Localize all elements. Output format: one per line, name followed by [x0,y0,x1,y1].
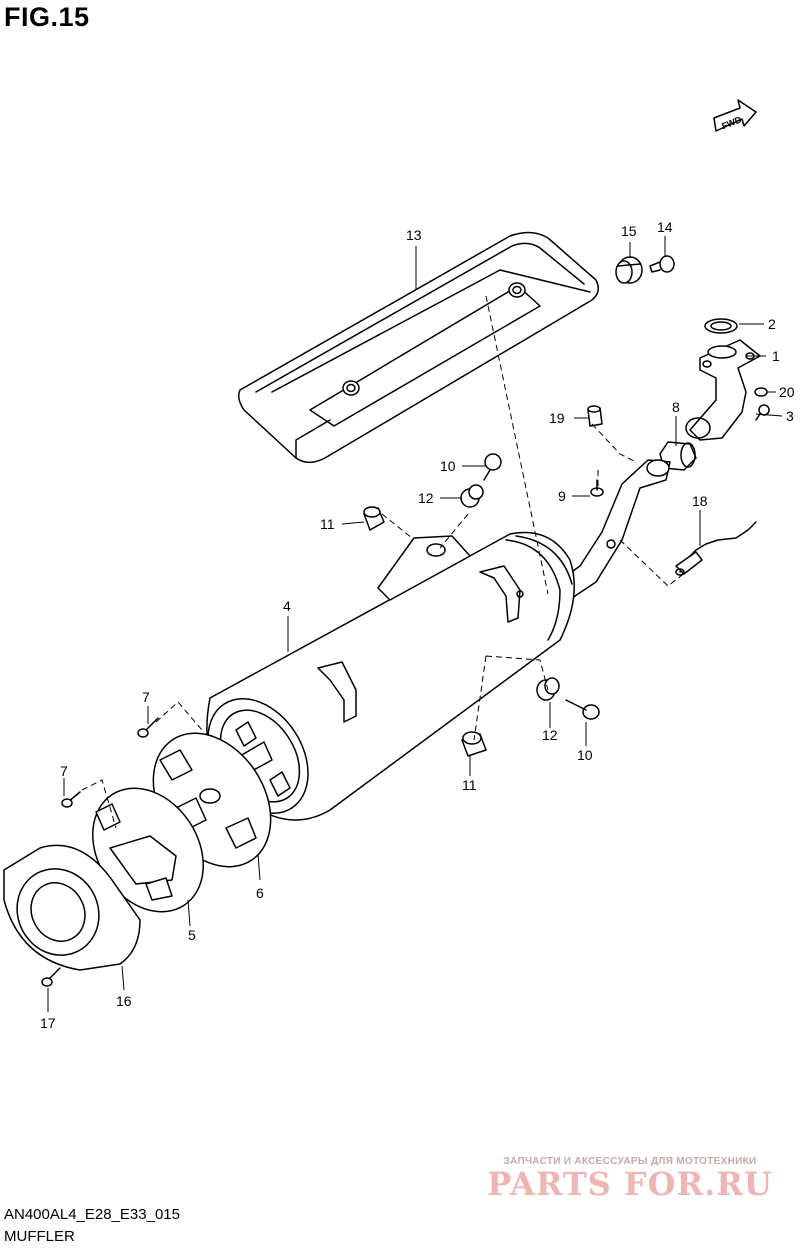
cap-part-19 [587,405,603,427]
bolt-part-3 [755,404,770,421]
callout-numbers: 1 2 3 4 5 6 7 7 8 9 10 10 11 11 12 12 13… [40,219,795,1031]
callout-19: 19 [549,410,565,426]
figure-title: FIG.15 [4,2,90,32]
callout-14: 14 [657,219,673,235]
callout-12-upper: 12 [418,490,434,506]
callout-7-lower: 7 [60,763,68,779]
model-code: AN400AL4_E28_E33_015 [4,1206,180,1223]
watermark-logo: PARTS FOR.RU [487,1165,773,1203]
collar-part-11-lower [461,731,487,757]
o2-sensor-part-18 [675,521,757,576]
site-watermark: ЗАПЧАСТИ И АКСЕССУАРЫ ДЛЯ МОТОТЕХНИКИ PA… [480,1156,780,1201]
callout-13: 13 [406,227,422,243]
callout-9: 9 [558,488,566,504]
exhaust-pipe [551,459,671,603]
callout-7-upper: 7 [142,689,150,705]
watermark-tagline: ЗАПЧАСТИ И АКСЕССУАРЫ ДЛЯ МОТОТЕХНИКИ [503,1156,757,1167]
callout-1: 1 [772,348,780,364]
callout-3: 3 [786,408,794,424]
callout-11-upper: 11 [320,516,335,532]
callout-16: 16 [116,993,132,1009]
baffle-plate-part-5 [92,787,204,913]
exhaust-elbow-part-1 [685,339,761,441]
callout-6: 6 [256,885,264,901]
callout-10-lower: 10 [577,747,593,763]
callout-4: 4 [283,598,291,614]
callout-5: 5 [188,927,196,943]
callout-11-lower: 11 [462,777,477,793]
assembly-guide-lines [81,295,687,829]
screw-part-7-lower [61,791,81,808]
cushion-part-12-lower [536,677,560,701]
bolt-part-14 [649,255,675,273]
section-name: MUFFLER [4,1228,75,1245]
heat-shield-part-13 [237,231,599,464]
callout-20: 20 [779,384,795,400]
bolt-part-9 [590,479,604,497]
screw-part-17 [41,967,61,987]
callout-2: 2 [768,316,776,332]
callout-leaders [47,236,783,1012]
screw-part-7-upper [137,717,159,738]
callout-8: 8 [672,399,680,415]
callout-12-lower: 12 [542,727,558,743]
fwd-arrow-icon: FWD [713,99,757,132]
bolt-part-10-upper [483,453,502,481]
gasket-part-2 [704,318,738,334]
cushion-part-12-upper [460,484,484,508]
callout-18: 18 [692,493,708,509]
washer-part-20 [754,387,768,397]
bolt-part-10-lower [565,699,600,720]
collar-part-11-upper [363,506,385,531]
callout-10-upper: 10 [440,458,456,474]
grommet-part-15 [615,256,643,284]
callout-15: 15 [621,223,637,239]
callout-17: 17 [40,1015,56,1031]
end-cap-part-16 [3,844,141,971]
